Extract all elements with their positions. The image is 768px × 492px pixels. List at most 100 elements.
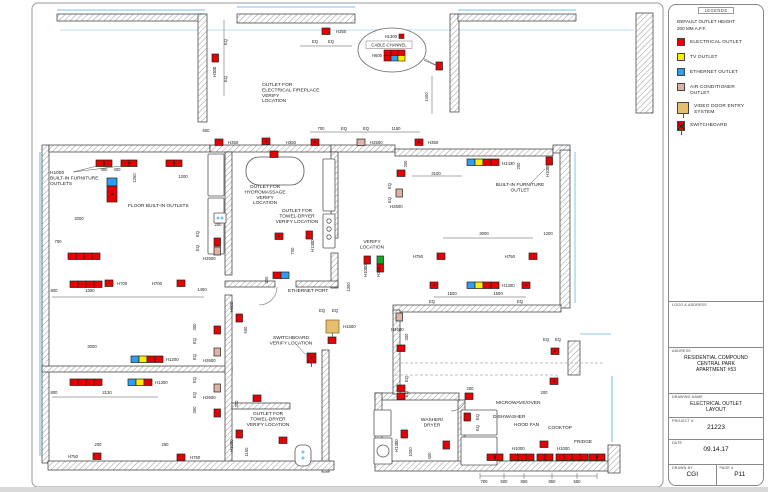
outlet-segment [563,453,573,461]
fixture-outline [245,156,305,186]
dimension-text: 200 [403,160,408,168]
fixtures-layer [207,153,498,467]
outlet-segment [165,159,175,167]
windows-layer [39,6,634,456]
dimension-text: EQ [319,308,326,313]
legend-item-label: AIR CONDITIONER OUTLET [690,84,735,95]
cable-channel-label: CABLE-CHANNEL [371,43,407,48]
dimension-text: 1400 [424,92,429,102]
outlet-segment [376,255,384,265]
wall-segment [392,309,401,395]
mount-dot [554,350,556,353]
mount-dot [525,284,527,287]
wall-segment [197,13,208,123]
legend-note-line2: 200 MM A.F.F. [677,25,707,31]
dimension-text: 1000 [408,447,413,457]
floor-box-marker [106,177,118,203]
drawn-by-value: CGI [686,471,699,478]
outlet-segment [92,452,102,460]
outlet-label: H350 [228,140,239,145]
outlet-segment [435,61,443,71]
outlet-electrical [442,440,450,450]
outlet-segment [143,378,153,386]
outlet-electrical [213,237,221,247]
outlet-segment [396,384,406,392]
dimension-text: EQ [223,38,228,45]
address-line: APARTMENT #53 [695,367,736,374]
outlet-segment [466,281,476,289]
dimension-line [72,165,122,173]
drawing-name-value: ELECTRICAL OUTLET LAYOUT [672,401,760,413]
legend-note: DEFAULT OUTLET HEIGHT 200 MM A.F.F. [677,19,755,32]
outlet-segment [85,378,95,386]
fixture-outline [207,153,225,197]
outlet-segment [528,252,538,260]
dimension-text: 1260 [132,173,137,183]
outlet-air-conditioner: H2600 [203,383,221,400]
outlet-label: H1000 [545,164,550,177]
dimension-text: 500 [203,128,211,133]
video-door-box [325,319,340,334]
fixture-detail [326,218,332,224]
video-door-entry-icon [677,102,689,119]
outlet-label: H1430 [502,161,515,166]
outlet-electrical: H350 [286,138,320,146]
legend-item-air-conditioner-outlet: AIR CONDITIONER OUTLET [677,83,755,95]
mount-dot [128,162,130,165]
outlet-segment [442,440,450,450]
wall-segment [567,340,581,376]
outlet-electrical: H300 [211,53,219,77]
fixture-detail [376,444,390,458]
dimension-text: EQ [543,337,550,342]
dimension-text: 1450 [197,287,207,292]
annotation-text: HOOD FAN [514,422,540,428]
callout-h500-label: H500 [372,53,383,58]
outlet-label: H2600 [203,256,216,261]
outlet-electrical [536,453,554,461]
legend-item-video-door-entry: VIDEO DOOR ENTRY SYSTEM [677,102,755,119]
legend-title: LEGENDS [697,7,735,14]
dimension-text: 600 [243,326,248,334]
dimension-text: 800 [51,390,59,395]
date-value: 09.14.17 [703,446,729,453]
outlet-segment [252,394,262,402]
page-number: P11 [734,471,746,478]
wall-segment [231,402,291,410]
mount-dot [103,162,105,165]
project-number: 21223 [706,424,726,431]
wall-segment [394,148,554,157]
outlet-air-conditioner: H2600 [203,246,221,261]
dimension-text: EQ [341,126,348,131]
switchboard-marker [306,352,317,367]
outlet-segment [77,378,87,386]
titleblock-address-section: ADDRESS RESIDENTIAL COMPOUND CENTRAL PAR… [669,347,763,393]
outlet-segment [69,378,79,386]
outlet-segment [173,159,183,167]
outlet-electrical: H700 [152,279,186,287]
fixture [213,212,227,224]
outlet-electrical: H600 [229,301,243,323]
outlet-segment [93,280,103,288]
outlet-segment [494,453,504,461]
wall-segment [559,149,571,309]
wall-segment [224,294,233,464]
fixture-outline [213,212,227,224]
dimension-text: EQ [328,39,335,44]
switchboard-icon [677,121,685,136]
fixture [373,409,392,437]
outlet-electrical [69,378,103,386]
titleblock-drawn-by-section: DRAWN BY CGI [669,464,716,485]
dimension-text: 1150 [391,126,401,131]
outlet-segment [474,158,484,166]
outlet-segment [278,436,288,444]
dimension-text: EQ [192,353,197,360]
outlet-label: H1000 [229,439,234,452]
outlet-electrical [521,281,531,289]
outlet-electrical: H1000 [363,255,371,277]
outlet-segment [127,378,137,386]
outlet-segment [272,271,282,279]
outlet-segment [545,156,553,166]
title-block: LOGO & ADDRESS ADDRESS RESIDENTIAL COMPO… [669,301,763,485]
